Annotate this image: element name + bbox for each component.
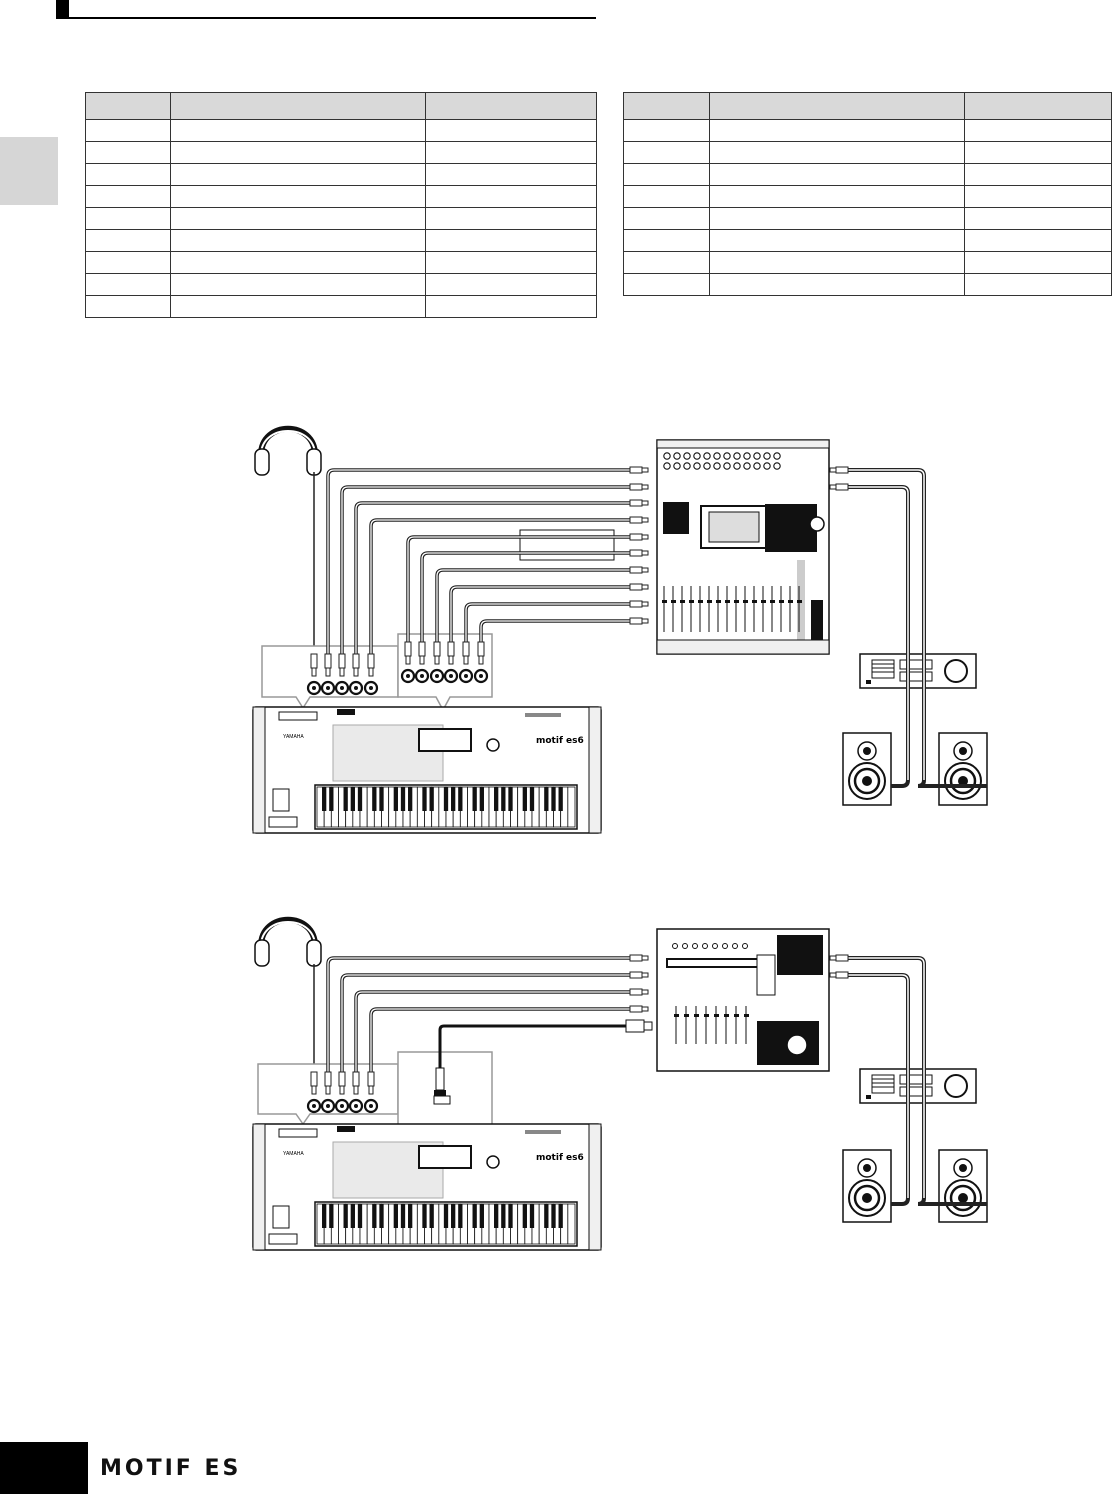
- output-cables: [326, 466, 649, 654]
- output-jack-icon: [306, 1098, 322, 1114]
- table-row: [623, 251, 1112, 274]
- speaker-left-icon: [841, 731, 893, 807]
- usb-cable: [433, 1019, 653, 1105]
- output-jack-icon: [320, 680, 336, 696]
- table-row: [623, 229, 1112, 252]
- header-cell: [964, 92, 1112, 120]
- table-row: [85, 163, 597, 186]
- table-row: [85, 119, 597, 142]
- amp-speaker-cables: [829, 954, 987, 1206]
- header-cell: [425, 92, 597, 120]
- output-jack-icon: [414, 668, 430, 684]
- table-row: [85, 251, 597, 274]
- footer-product-logo: MOTIF ES: [100, 1456, 242, 1481]
- output-jack-icon: [348, 1098, 364, 1114]
- output-jack-icon: [363, 680, 379, 696]
- table-row: [623, 185, 1112, 208]
- table-cell: [964, 273, 1112, 296]
- output-jack-icon: [348, 680, 364, 696]
- table-row: [85, 273, 597, 296]
- power-amplifier-icon: [859, 653, 977, 689]
- output-jack-icon: [473, 668, 489, 684]
- table-row: [85, 207, 597, 230]
- table-header-row: [85, 92, 597, 120]
- table-row: [623, 163, 1112, 186]
- table-row: [623, 207, 1112, 230]
- header-mark: [56, 0, 69, 18]
- figure-top-mixer-connection: [252, 429, 989, 834]
- output-jack-icon: [320, 1098, 336, 1114]
- table-row: [85, 141, 597, 164]
- footer-page-block: [0, 1442, 88, 1494]
- output-jack-icon: [443, 668, 459, 684]
- speaker-left-icon: [841, 1148, 893, 1224]
- table-row: [623, 141, 1112, 164]
- amp-speaker-cables: [829, 466, 987, 788]
- headphones-icon: [255, 429, 321, 475]
- table-cell: [425, 295, 597, 318]
- speaker-right-icon: [937, 731, 989, 807]
- table-row: [85, 295, 597, 318]
- headphones-icon: [255, 920, 321, 966]
- figure-bottom-recorder-connection: [252, 920, 989, 1251]
- header-cell: [170, 92, 426, 120]
- output-jack-icon: [334, 680, 350, 696]
- processor-unit-icon: [519, 529, 615, 561]
- output-assignment-table-left: [85, 92, 597, 318]
- digital-recorder-icon: [656, 928, 830, 1072]
- table-row: [623, 273, 1112, 296]
- chapter-side-tab: [0, 137, 58, 205]
- table-row: [85, 185, 597, 208]
- output-jack-icon: [363, 1098, 379, 1114]
- speaker-right-icon: [937, 1148, 989, 1224]
- keyboard-keys: [316, 1203, 576, 1245]
- output-jack-icon: [400, 668, 416, 684]
- output-jack-icon: [334, 1098, 350, 1114]
- header-rule: [56, 17, 596, 19]
- header-cell: [85, 92, 171, 120]
- power-amplifier-icon: [859, 1068, 977, 1104]
- output-jack-icon: [306, 680, 322, 696]
- output-assignment-table-right: [623, 92, 1112, 296]
- output-jack-icon: [458, 668, 474, 684]
- keyboard-keys: [316, 786, 576, 828]
- output-jack-icon: [429, 668, 445, 684]
- table-row: [85, 229, 597, 252]
- digital-mixer-icon: [656, 439, 830, 655]
- output-cables: [326, 954, 649, 1072]
